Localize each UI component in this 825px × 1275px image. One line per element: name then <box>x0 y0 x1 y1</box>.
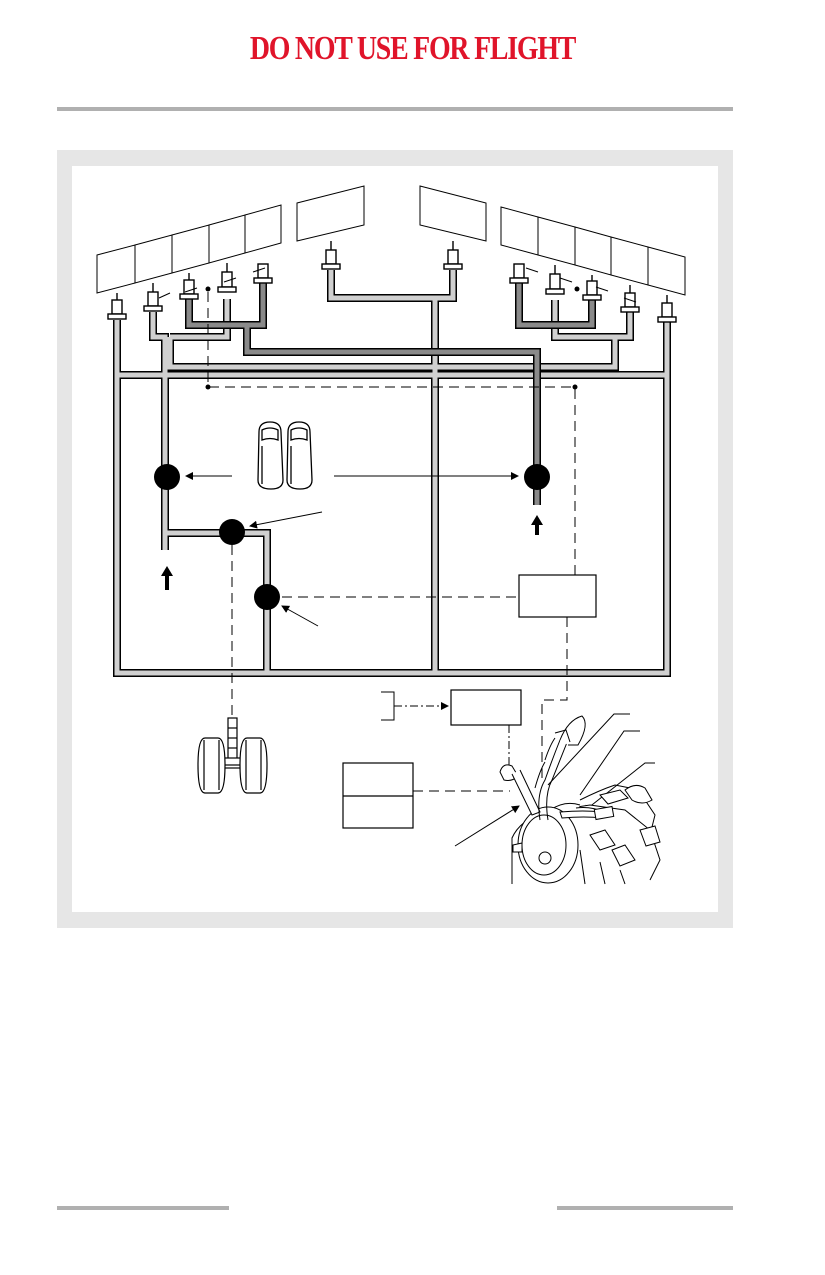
probe-icon <box>443 241 463 270</box>
probe-icon <box>253 263 273 284</box>
junction-dot <box>574 286 580 292</box>
right-wing-tank-bays <box>500 206 686 296</box>
cockpit-panel-box <box>342 762 414 829</box>
flow-direction-arrows <box>161 515 543 590</box>
fuel-lever-quadrant-illustration <box>499 715 661 885</box>
fuel-valves <box>154 464 550 610</box>
junction-dot <box>572 384 578 390</box>
fuel-control-unit-box <box>518 574 597 618</box>
probe-icon <box>582 275 602 301</box>
probe-icon <box>657 295 677 323</box>
shutoff-valve <box>254 584 280 610</box>
fuel-quantity-probes <box>107 241 677 323</box>
probe-icon <box>545 265 565 295</box>
probe-icon <box>143 283 163 312</box>
probe-icon <box>509 263 529 284</box>
probe-icon <box>321 241 341 270</box>
signal-dashed-lines <box>207 292 576 792</box>
dark-fuel-ducts <box>185 283 596 505</box>
right-pump-valve <box>524 464 550 490</box>
do-not-use-watermark: DO NOT USE FOR FLIGHT <box>249 30 577 67</box>
seat-pair-icon <box>257 421 313 490</box>
left-wing-tank-bays <box>96 204 282 294</box>
footer-rule-right <box>557 1206 733 1210</box>
junction-dot <box>205 286 211 292</box>
light-fuel-ducts <box>113 270 671 677</box>
control-box <box>450 689 522 726</box>
crossfeed-valve <box>219 519 245 545</box>
center-tank-panels <box>296 185 487 242</box>
probe-icon <box>107 293 127 320</box>
junction-dot <box>205 384 211 390</box>
header-rule <box>57 107 733 111</box>
probe-icon <box>179 273 199 300</box>
main-landing-gear-icon <box>197 717 268 794</box>
control-dash-dot-line <box>381 691 510 770</box>
left-pump-valve <box>154 464 180 490</box>
footer-rule-left <box>57 1206 229 1210</box>
probe-leader-ticks <box>158 267 637 303</box>
